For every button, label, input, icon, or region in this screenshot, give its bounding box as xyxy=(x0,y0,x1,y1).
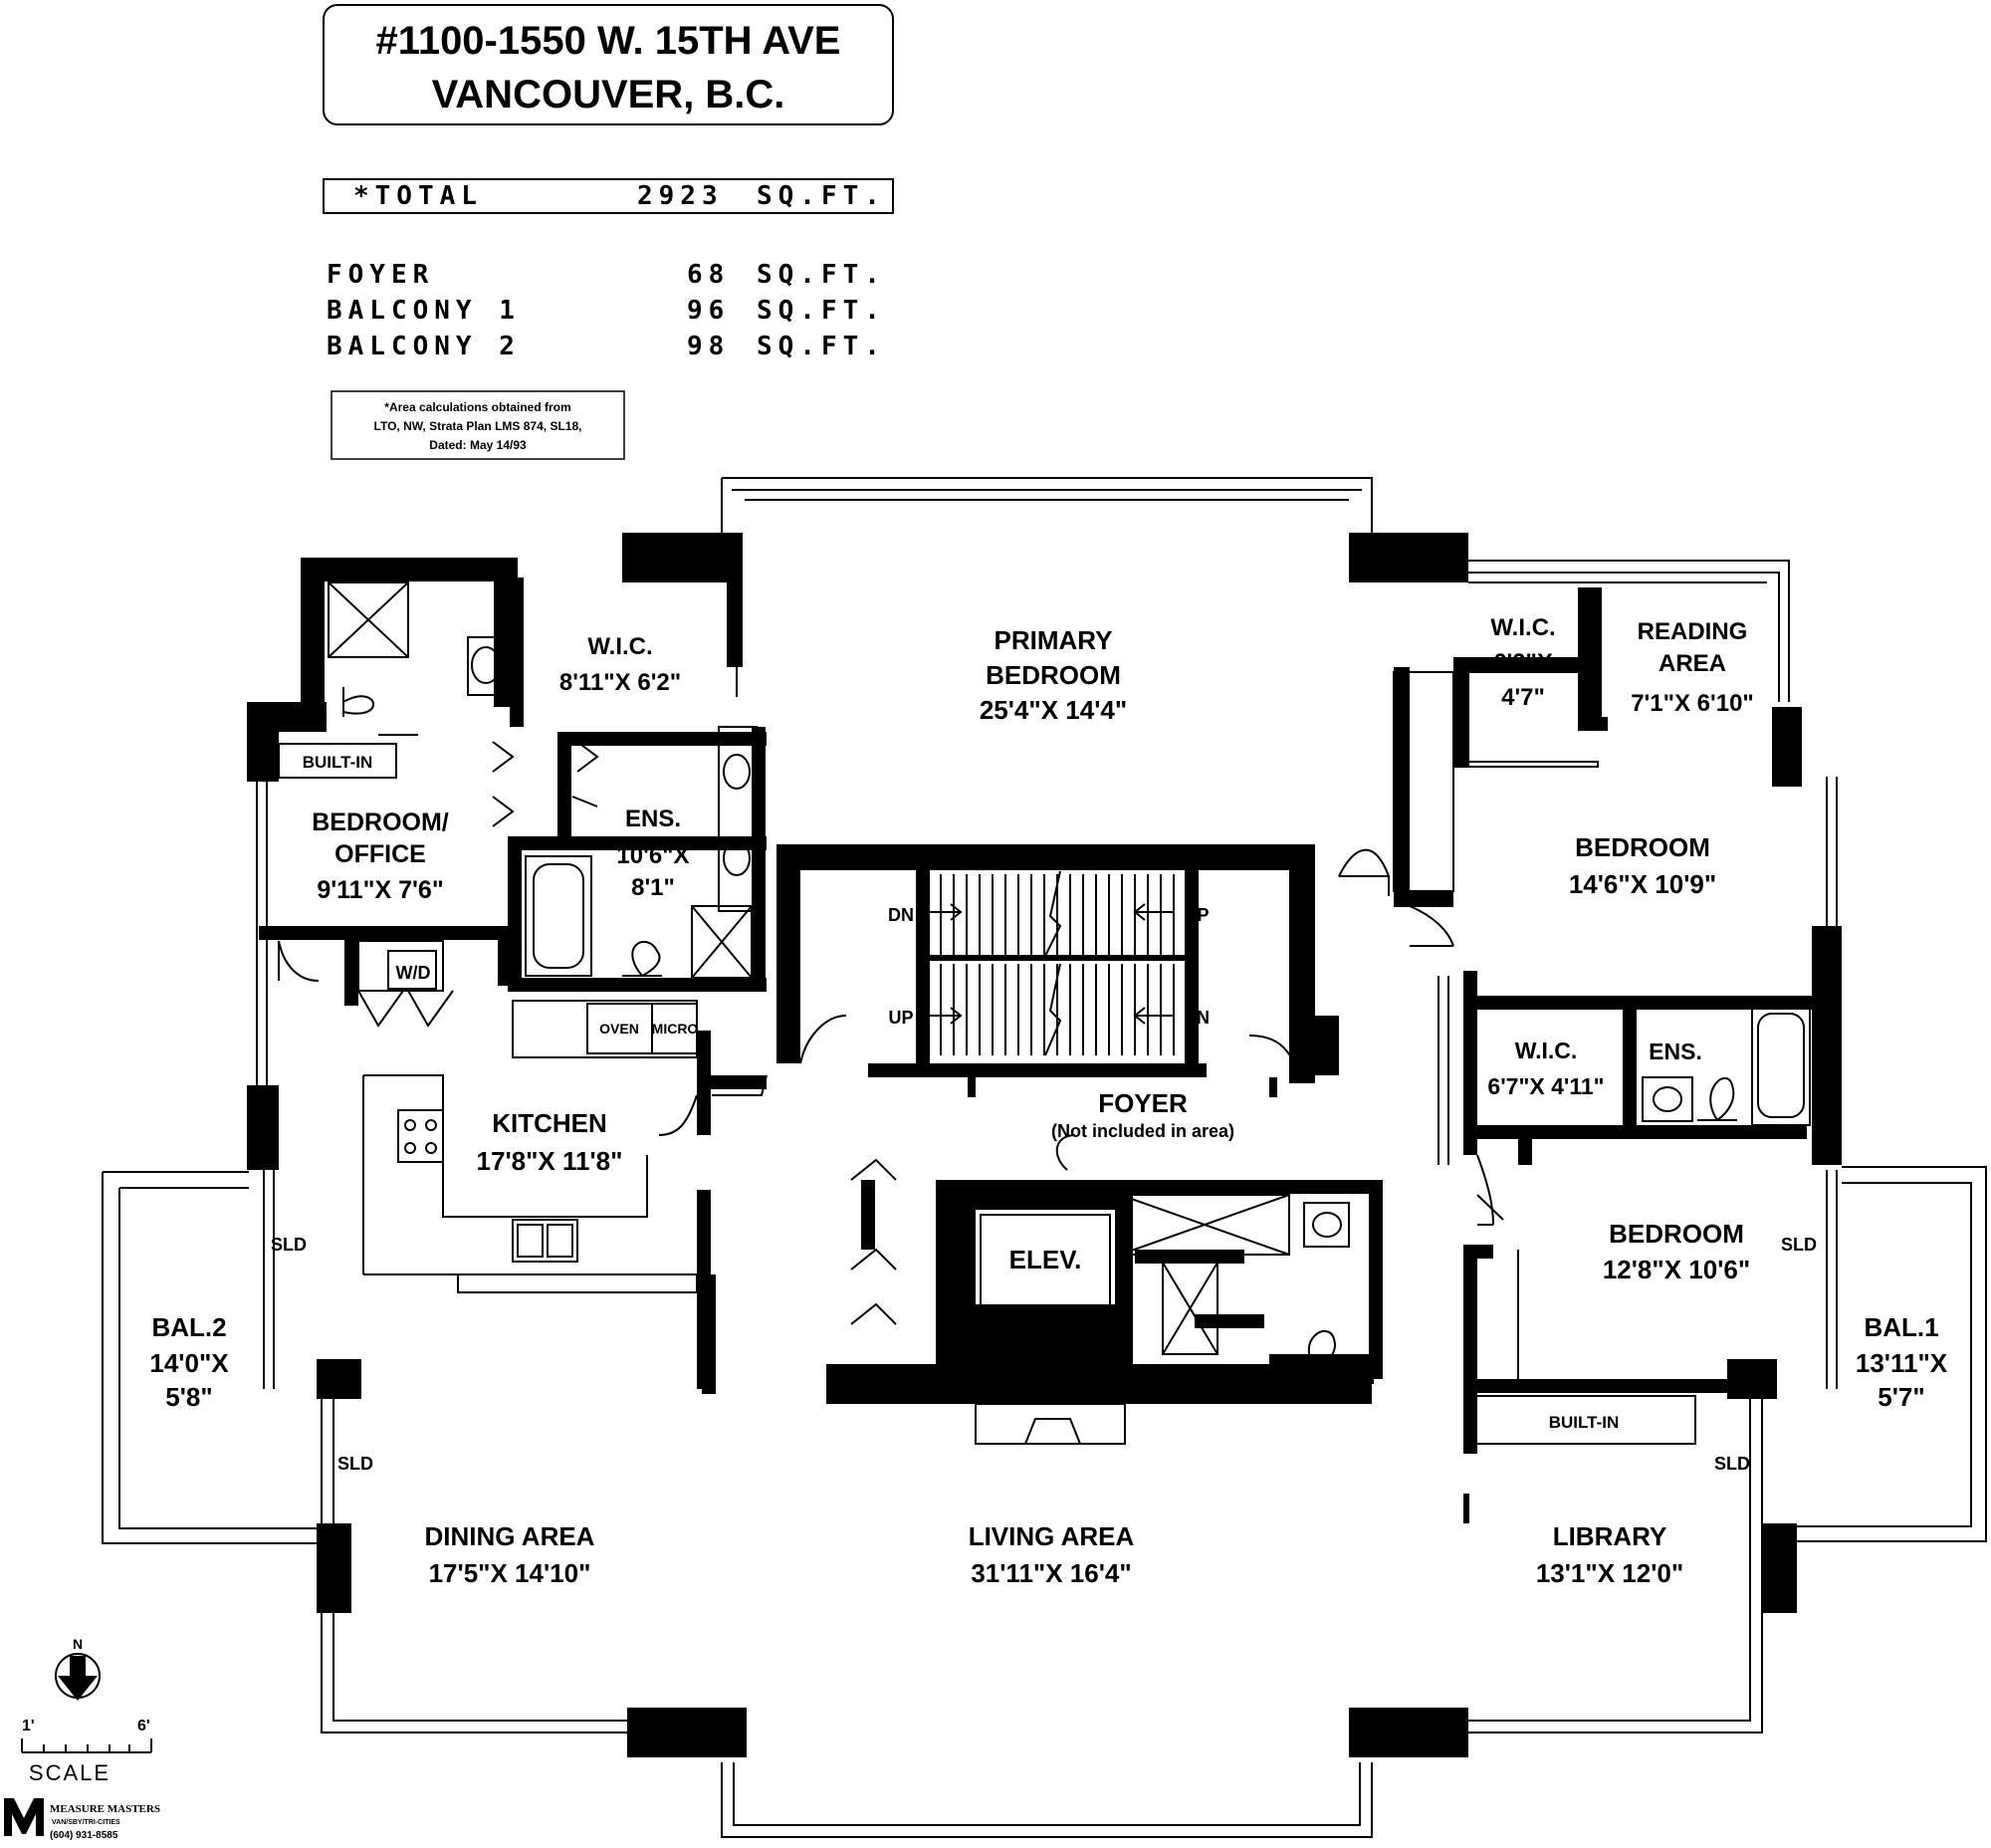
wic3-dims: 6'7"X 4'11" xyxy=(1487,1073,1604,1099)
bal2-dims: 5'8" xyxy=(165,1382,212,1412)
area-row-value: 68 xyxy=(687,260,730,290)
logo-sub: VAN/SBY/TRI-CITIES xyxy=(52,1819,120,1826)
dining-dims: 17'5"X 14'10" xyxy=(429,1558,591,1588)
ens2-name: ENS. xyxy=(1649,1039,1702,1064)
bal2-dims: 14'0"X xyxy=(149,1348,229,1378)
ens1-dims: 8'1" xyxy=(631,874,675,901)
bal1-dims: 5'7" xyxy=(1878,1382,1924,1412)
library-name: LIBRARY xyxy=(1553,1521,1667,1551)
library-dims: 13'1"X 12'0" xyxy=(1536,1558,1683,1588)
company-logo: MEASURE MASTERS VAN/SBY/TRI-CITIES (604)… xyxy=(4,1798,160,1841)
bal1-name: BAL.1 xyxy=(1864,1312,1938,1342)
sliding-door-label: SLD xyxy=(1781,1235,1817,1255)
area-row-unit: SQ.FT. xyxy=(757,296,886,326)
foyer-note: (Not included in area) xyxy=(1051,1121,1234,1141)
note-line: Dated: May 14/93 xyxy=(429,438,527,452)
bedroom1-name: BEDROOM xyxy=(1575,832,1710,862)
microwave-label: MICRO xyxy=(652,1021,699,1037)
north-label: N xyxy=(73,1636,83,1652)
bedroom1-dims: 14'6"X 10'9" xyxy=(1569,869,1716,899)
builtin-label: BUILT-IN xyxy=(303,753,373,772)
kitchen-name: KITCHEN xyxy=(492,1108,607,1138)
wic2-dims: 4'7" xyxy=(1501,684,1545,711)
bal1-dims: 13'11"X xyxy=(1856,1348,1948,1378)
note-line: *Area calculations obtained from xyxy=(384,400,570,414)
room-labels: W.I.C. 8'11"X 6'2" PRIMARY BEDROOM 25'4"… xyxy=(149,614,1947,1588)
total-value: 2923 xyxy=(637,181,724,211)
primary-dims: 25'4"X 14'4" xyxy=(980,695,1127,725)
title-block: #1100-1550 W. 15TH AVE VANCOUVER, B.C. xyxy=(323,4,894,125)
fixture-labels: BUILT-IN BUILT-IN W/D OVEN MICRO DN UP U… xyxy=(271,753,1817,1474)
reading-name: READING xyxy=(1638,618,1748,645)
wic2-dims: 6'2"X xyxy=(1493,649,1553,676)
office-name: OFFICE xyxy=(334,840,426,868)
bedroom2-dims: 12'8"X 10'6" xyxy=(1603,1255,1750,1284)
dining-name: DINING AREA xyxy=(425,1521,595,1551)
scale-right: 6' xyxy=(137,1718,150,1734)
title-address: #1100-1550 W. 15TH AVE xyxy=(376,19,841,63)
bal2-name: BAL.2 xyxy=(151,1312,226,1342)
area-row-label: BALCONY 2 xyxy=(327,332,521,361)
washer-dryer-label: W/D xyxy=(396,963,431,983)
note-line: LTO, NW, Strata Plan LMS 874, SL18, xyxy=(374,419,582,433)
total-unit: SQ.FT. xyxy=(757,181,886,211)
area-row-unit: SQ.FT. xyxy=(757,260,886,290)
scale-bar: 1' 6' SCALE xyxy=(21,1718,152,1785)
area-note: *Area calculations obtained from LTO, NW… xyxy=(331,390,625,460)
stair-up-label: UP xyxy=(1184,905,1209,925)
reading-dims: 7'1"X 6'10" xyxy=(1631,690,1754,717)
logo-brand: MEASURE MASTERS xyxy=(50,1803,160,1815)
primary-name: BEDROOM xyxy=(986,660,1121,690)
kitchen-dims: 17'8"X 11'8" xyxy=(477,1146,623,1176)
area-row-label: FOYER xyxy=(327,260,434,290)
area-row-label: BALCONY 1 xyxy=(327,296,521,326)
reading-name: AREA xyxy=(1659,650,1726,677)
north-arrow: N xyxy=(55,1636,101,1701)
scale-left: 1' xyxy=(22,1718,35,1734)
ens1-dims: 10'6"X xyxy=(616,842,689,869)
stair-up-label: UP xyxy=(888,1008,913,1028)
wic3-name: W.I.C. xyxy=(1515,1038,1578,1063)
oven-label: OVEN xyxy=(599,1021,639,1037)
logo-icon xyxy=(4,1798,44,1836)
sliding-door-label: SLD xyxy=(1714,1454,1750,1474)
title-city: VANCOUVER, B.C. xyxy=(432,73,785,116)
walls xyxy=(247,533,1842,1757)
foyer-name: FOYER xyxy=(1098,1088,1188,1118)
area-row-unit: SQ.FT. xyxy=(757,332,886,361)
office-name: BEDROOM/ xyxy=(312,808,449,836)
living-name: LIVING AREA xyxy=(969,1521,1135,1551)
office-dims: 9'11"X 7'6" xyxy=(317,876,443,904)
bedroom2-name: BEDROOM xyxy=(1609,1219,1744,1249)
wic2-name: W.I.C. xyxy=(1490,614,1555,641)
ens1-name: ENS. xyxy=(625,806,681,832)
scale-label: SCALE xyxy=(29,1760,111,1785)
elevator-name: ELEV. xyxy=(1009,1245,1082,1274)
area-row-value: 96 xyxy=(687,296,730,326)
primary-name: PRIMARY xyxy=(995,625,1113,655)
wic1-name: W.I.C. xyxy=(587,633,652,660)
area-row-value: 98 xyxy=(687,332,730,361)
wic1-dims: 8'11"X 6'2" xyxy=(559,669,681,696)
logo-phone: (604) 931-8585 xyxy=(50,1830,118,1841)
area-table: *TOTAL 2923 SQ.FT. FOYER 68 SQ.FT. BALCO… xyxy=(323,178,894,361)
living-dims: 31'11"X 16'4" xyxy=(971,1558,1131,1588)
builtin-label: BUILT-IN xyxy=(1549,1413,1620,1432)
sliding-door-label: SLD xyxy=(337,1454,373,1474)
stair-down-label: DN xyxy=(1184,1008,1210,1028)
fixtures xyxy=(278,581,1811,1523)
stair-down-label: DN xyxy=(888,905,914,925)
sliding-door-label: SLD xyxy=(271,1235,307,1255)
total-label: *TOTAL xyxy=(353,181,483,211)
